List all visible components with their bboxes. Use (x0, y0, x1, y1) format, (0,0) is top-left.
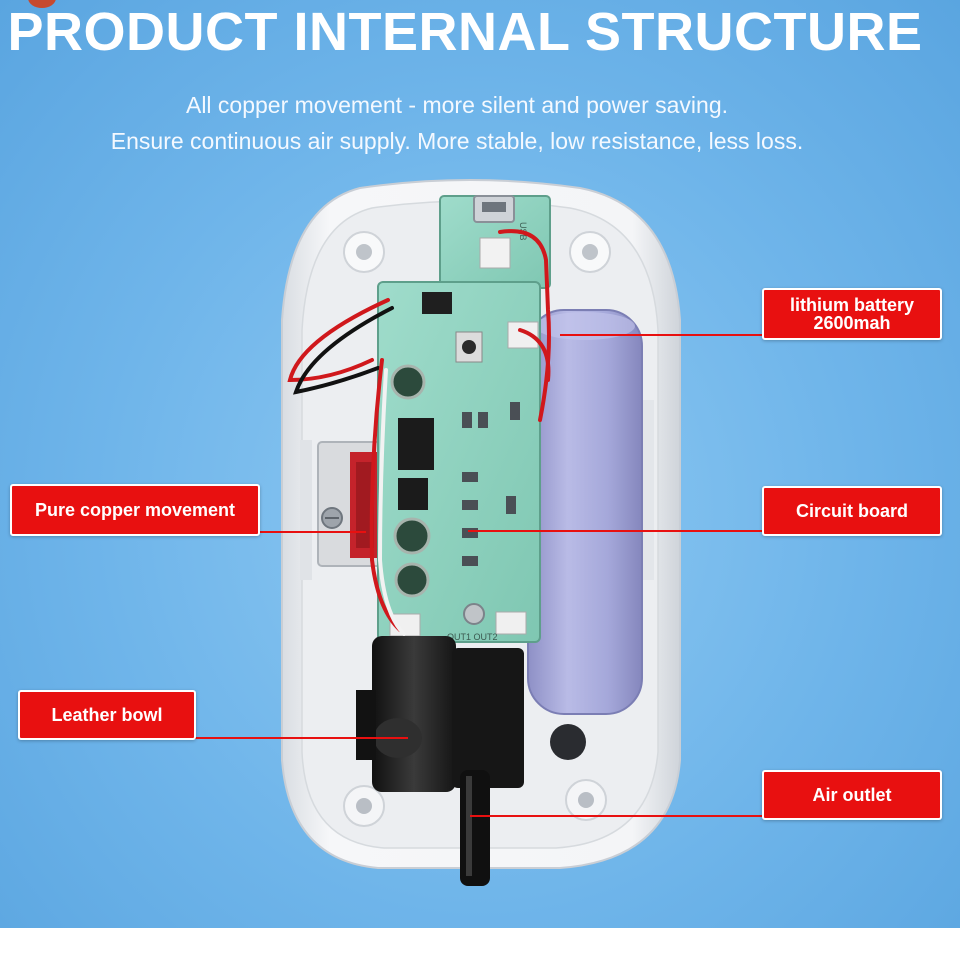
callout-bowl-label: Leather bowl (51, 705, 163, 725)
callout-battery-line-1: lithium battery (789, 295, 914, 315)
leather-bowl-motor (356, 636, 524, 792)
board-out-label: OUT1 OUT2 (447, 632, 498, 642)
corner-badge (28, 0, 56, 8)
device-illustration: OUT1 OUT2 USB (281, 179, 681, 886)
callout-outlet-label: Air outlet (812, 785, 892, 805)
subtitle-line-2: Ensure continuous air supply. More stabl… (110, 128, 804, 154)
page-title: PRODUCT INTERNAL STRUCTURE (7, 2, 923, 62)
callout-circuit-label: Circuit board (795, 501, 908, 521)
subtitle-line-1: All copper movement - more silent and po… (185, 92, 729, 118)
copper-movement (317, 441, 383, 567)
screw-posts (343, 231, 611, 827)
callout-pure-copper-movement: Pure copper movement (10, 484, 260, 536)
callout-battery-line-2: 2600mah (813, 313, 891, 333)
product-diagram: PRODUCT INTERNAL STRUCTURE All copper mo… (0, 0, 960, 928)
leader-line-circuit (468, 530, 764, 532)
callout-circuit-board: Circuit board (762, 486, 942, 536)
callout-leather-bowl: Leather bowl (18, 690, 196, 740)
bottom-white-strip (0, 928, 960, 963)
wires (287, 229, 551, 636)
lithium-battery (527, 309, 643, 715)
callout-copper-label: Pure copper movement (34, 500, 236, 520)
leader-line-battery (560, 334, 764, 336)
usb-board (439, 195, 551, 289)
callout-lithium-battery: lithium battery 2600mah (762, 288, 942, 340)
leader-line-copper (256, 531, 366, 533)
callout-air-outlet: Air outlet (762, 770, 942, 820)
circuit-board-graphic: OUT1 OUT2 USB (377, 222, 541, 643)
leader-line-bowl (192, 737, 408, 739)
leader-line-outlet (470, 815, 764, 817)
air-outlet-tube (460, 770, 490, 886)
